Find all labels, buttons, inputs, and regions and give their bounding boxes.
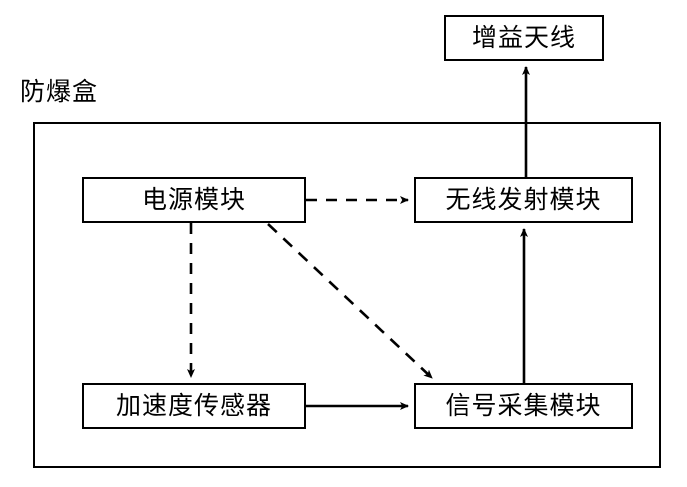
node-signal-acquisition-module[interactable]: 信号采集模块 (414, 383, 633, 429)
node-signal-acquisition-module-label: 信号采集模块 (445, 392, 602, 420)
node-acceleration-sensor[interactable]: 加速度传感器 (82, 383, 306, 429)
node-wireless-transmitter-module[interactable]: 无线发射模块 (414, 177, 633, 223)
node-power-module[interactable]: 电源模块 (82, 177, 306, 223)
node-wireless-transmitter-module-label: 无线发射模块 (445, 186, 602, 214)
node-antenna[interactable]: 增益天线 (444, 15, 604, 61)
node-antenna-label: 增益天线 (471, 24, 576, 52)
enclosure-label: 防爆盒 (20, 79, 99, 106)
node-power-module-label: 电源模块 (141, 186, 246, 214)
enclosure-explosion-proof-box (33, 122, 661, 468)
node-acceleration-sensor-label: 加速度传感器 (115, 392, 272, 420)
